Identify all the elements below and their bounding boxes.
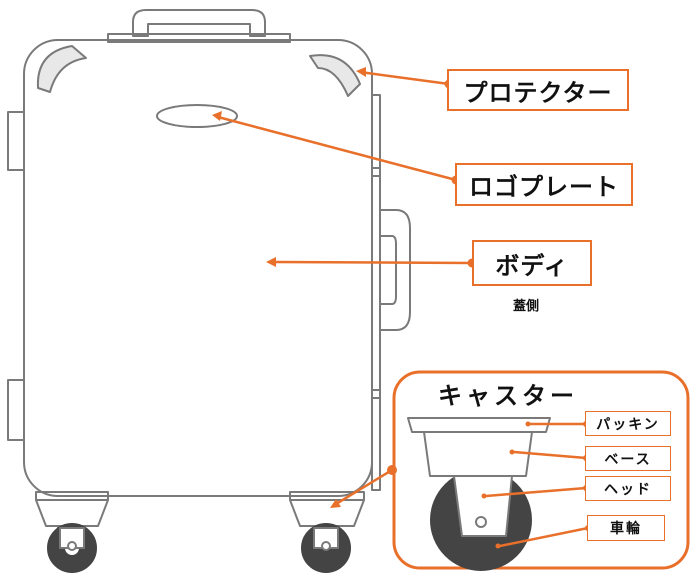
side-rail	[371, 94, 381, 491]
label-logo-plate: ロゴプレート	[455, 163, 633, 206]
label-wheel: 車輪	[587, 515, 665, 541]
protector-right	[309, 54, 361, 97]
left-latch-bottom	[7, 379, 25, 441]
label-protector: プロテクター	[447, 69, 629, 111]
label-body: ボディ	[472, 240, 592, 286]
left-latch-top	[7, 111, 25, 171]
top-handle	[132, 9, 266, 37]
leader-caster	[335, 468, 393, 506]
caster-housing-left	[35, 491, 109, 527]
label-packing: パッキン	[585, 411, 671, 436]
leader-body	[273, 260, 473, 265]
top-handle-mount	[107, 33, 291, 43]
leader-head	[485, 486, 587, 498]
caster-head-large	[453, 475, 513, 537]
protector-left	[36, 45, 87, 93]
suitcase-shell	[23, 39, 373, 497]
side-handle	[379, 209, 411, 331]
label-base: ベース	[585, 446, 671, 471]
leader-wheel	[499, 526, 589, 548]
logo-plate-oval	[156, 104, 238, 128]
caster-title: キャスター	[438, 382, 578, 410]
leader-logo-plate	[217, 115, 457, 182]
label-body-sub: 蓋側	[513, 299, 540, 314]
leader-protector	[359, 70, 450, 86]
caster-housing-right	[289, 491, 365, 527]
label-head: ヘッド	[585, 476, 671, 501]
leader-base	[513, 450, 587, 460]
